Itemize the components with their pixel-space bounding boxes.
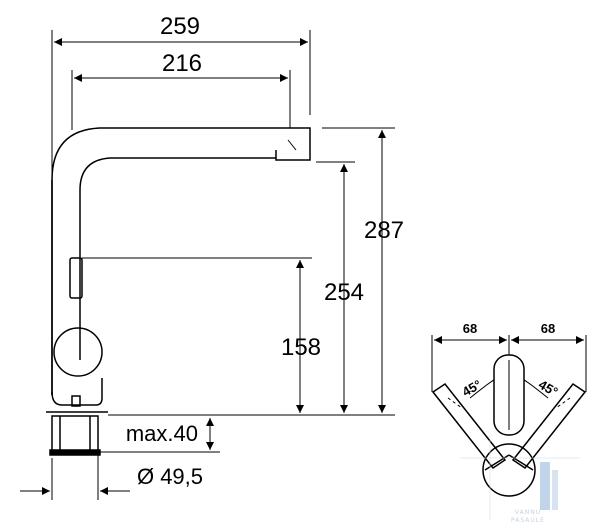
dim-hole-diameter: Ø 49,5 [137, 464, 203, 489]
watermark-line1: VANNU [515, 509, 541, 516]
dim-height-lever: 158 [281, 334, 321, 361]
top-view-dimensions [431, 335, 587, 392]
side-view-labels: 259 216 287 254 158 max.40 Ø 49,5 [126, 13, 404, 489]
dim-max-mount: max.40 [126, 421, 198, 446]
dim-right-angle: 45° [536, 377, 561, 400]
dim-right-width: 68 [541, 321, 555, 336]
dim-width-overall: 259 [160, 13, 200, 40]
watermark-line2: PASAULE [511, 517, 545, 524]
side-view-dimensions [20, 30, 395, 500]
watermark-logo: VANNU PASAULE [460, 440, 580, 524]
dim-reach: 216 [162, 50, 202, 77]
dim-left-angle: 45° [459, 377, 484, 400]
faucet-top-outline [431, 354, 587, 497]
dim-height-outlet: 254 [324, 279, 364, 306]
dim-left-width: 68 [463, 321, 477, 336]
top-view-labels: 68 68 45° 45° [459, 321, 560, 400]
faucet-side-outline [46, 127, 311, 456]
dim-height-overall: 287 [364, 217, 404, 244]
